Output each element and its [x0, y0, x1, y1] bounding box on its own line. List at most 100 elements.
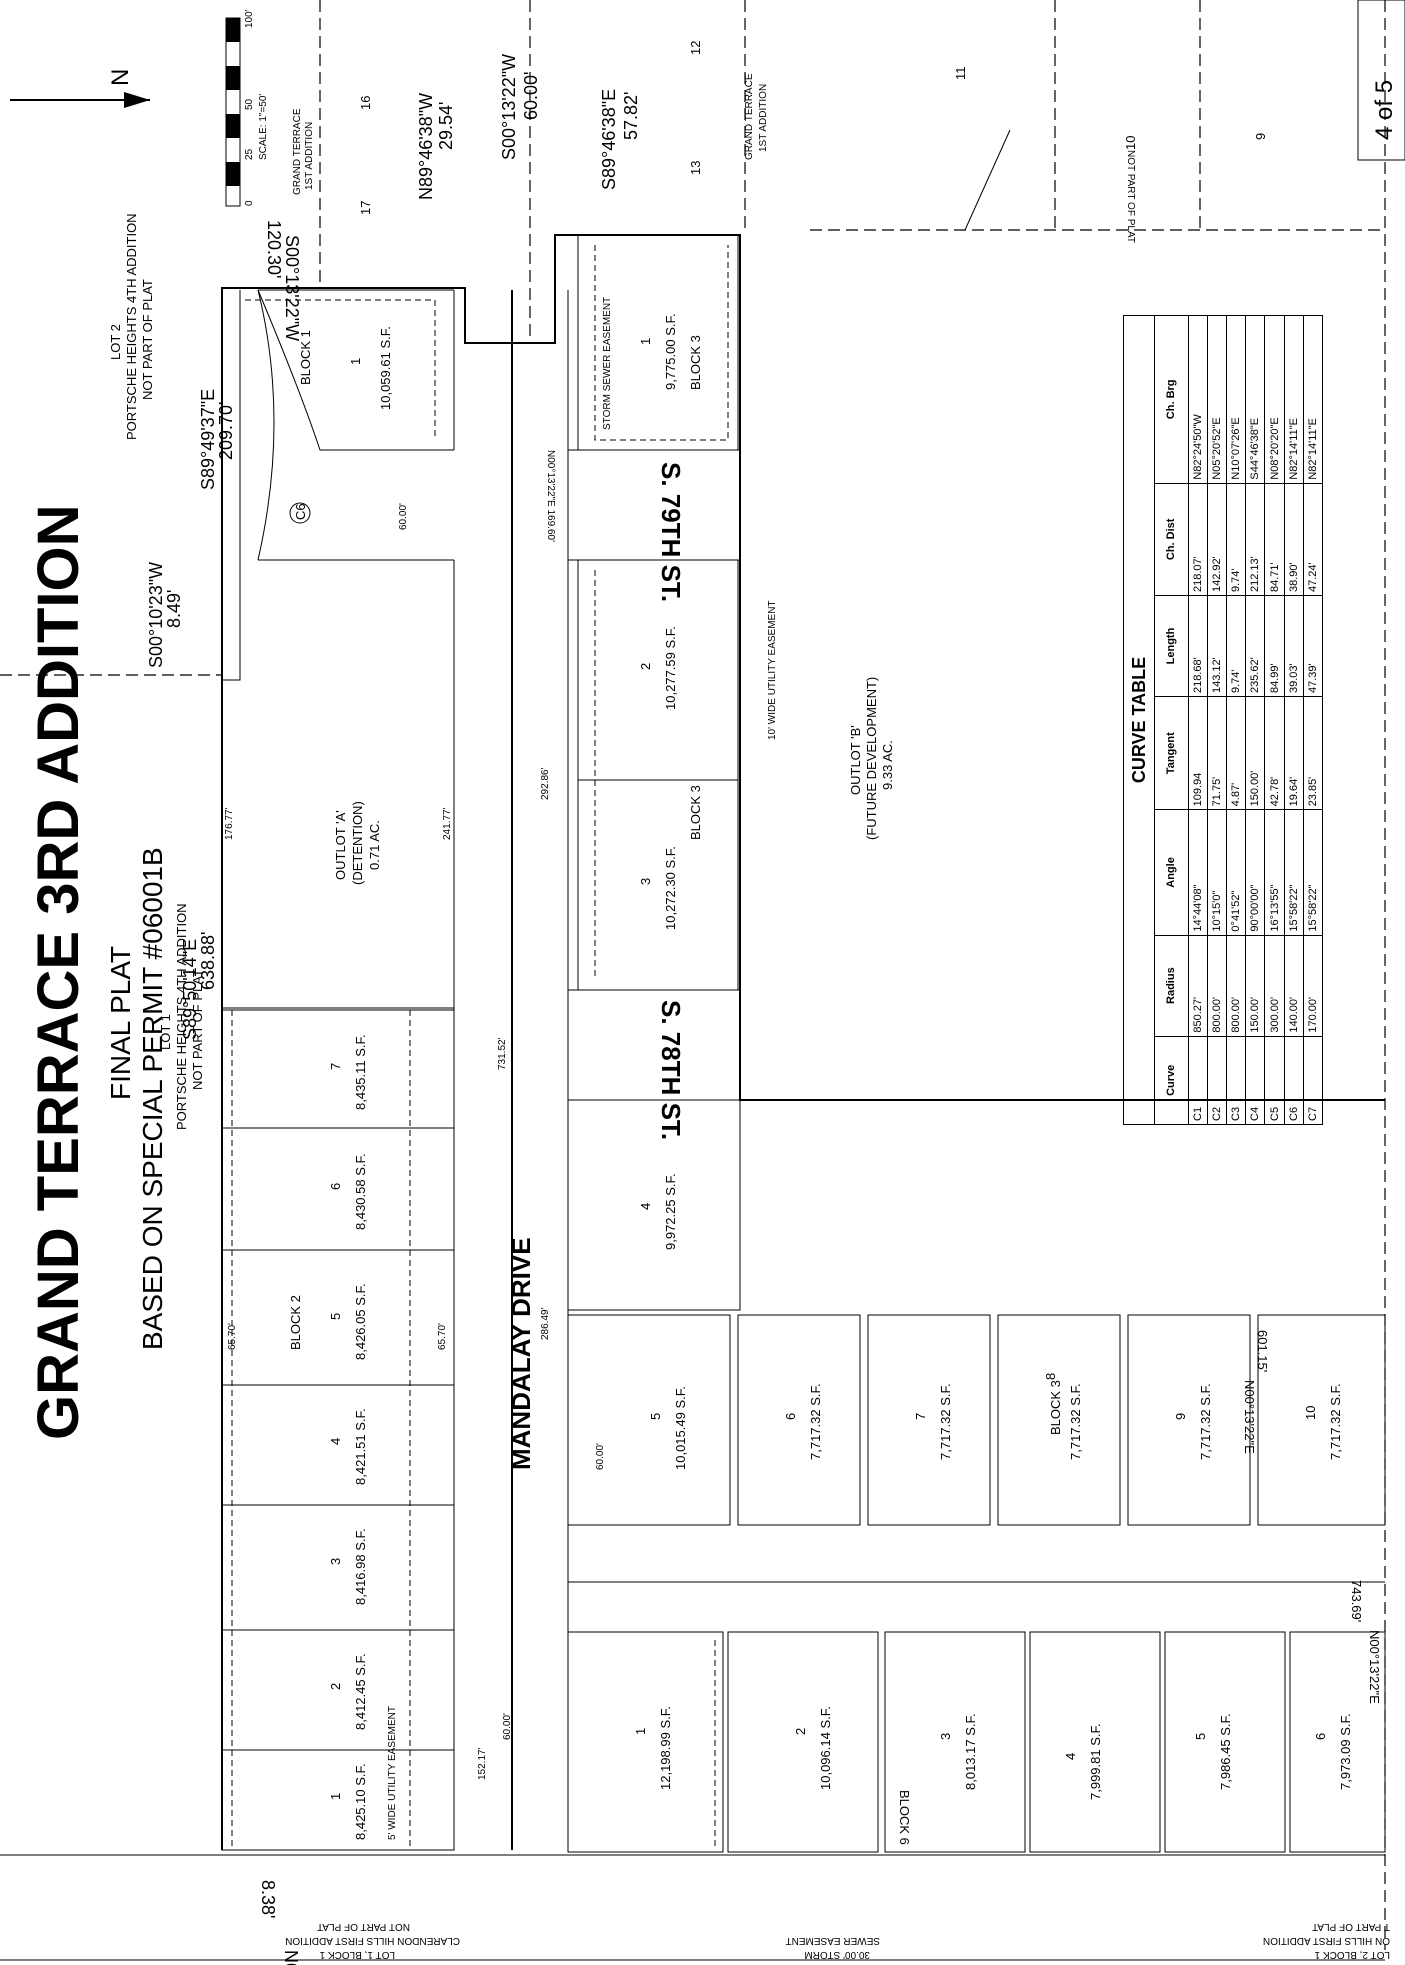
- svg-text:7,973.09 S.F.: 7,973.09 S.F.: [1338, 1713, 1353, 1790]
- svg-text:1: 1: [633, 1728, 648, 1735]
- curve-table-cell: 142.92': [1207, 483, 1227, 596]
- bearing-s00-10: S00°10'23"W: [146, 562, 166, 668]
- curve-table-header: Angle: [1154, 809, 1189, 936]
- svg-text:601.15': 601.15': [1255, 1330, 1270, 1372]
- svg-text:8,421.51 S.F.: 8,421.51 S.F.: [353, 1408, 368, 1485]
- block-3-north: [567, 234, 741, 1311]
- svg-text:30.00' STORM: 30.00' STORM: [804, 1949, 870, 1960]
- bearing-s00-13-a: S00°13'22"W: [282, 235, 302, 341]
- svg-text:7,717.32 S.F.: 7,717.32 S.F.: [1068, 1383, 1083, 1460]
- curve-table-title: CURVE TABLE: [1123, 315, 1155, 1125]
- curve-table-cell: 140.00': [1284, 935, 1304, 1037]
- svg-text:5: 5: [648, 1413, 663, 1420]
- svg-text:60.00': 60.00': [398, 503, 409, 530]
- svg-text:8,425.10 S.F.: 8,425.10 S.F.: [353, 1763, 368, 1840]
- svg-text:1ST ADDITION: 1ST ADDITION: [758, 84, 769, 152]
- gt1-label-a: GRAND TERRACE 1ST ADDITION: [292, 108, 315, 195]
- svg-text:7,717.32 S.F.: 7,717.32 S.F.: [808, 1383, 823, 1460]
- svg-text:10,096.14 S.F.: 10,096.14 S.F.: [818, 1706, 833, 1790]
- curve-table-cell: 38.90': [1284, 483, 1304, 596]
- svg-text:6: 6: [783, 1413, 798, 1420]
- storm-sewer-easement-label: 30.00' STORM SEWER EASEMENT: [786, 1935, 880, 1960]
- svg-text:10,272.30 S.F.: 10,272.30 S.F.: [663, 846, 678, 930]
- svg-text:NOT PART OF PLAT: NOT PART OF PLAT: [190, 969, 205, 1090]
- curve-table-header: Tangent: [1154, 696, 1189, 810]
- curve-table-cell: N08°20'20"E: [1264, 315, 1285, 484]
- svg-text:8,412.45 S.F.: 8,412.45 S.F.: [353, 1653, 368, 1730]
- svg-text:638.88': 638.88': [198, 932, 218, 991]
- svg-text:2: 2: [793, 1728, 808, 1735]
- svg-text:743.69': 743.69': [1349, 1580, 1364, 1622]
- not-part-label: NOT PART OF PLAT: [1125, 150, 1136, 243]
- svg-text:7,717.32 S.F.: 7,717.32 S.F.: [938, 1383, 953, 1460]
- plat-title: GRAND TERRACE 3RD ADDITION: [26, 504, 91, 1440]
- svg-text:2: 2: [638, 663, 653, 670]
- svg-text:50: 50: [244, 98, 255, 110]
- curve-table-cell: C7: [1303, 1036, 1323, 1125]
- curve-table-cell: 800.00': [1207, 935, 1227, 1037]
- svg-text:29.54': 29.54': [436, 102, 456, 150]
- svg-text:65.70': 65.70': [437, 1323, 448, 1350]
- svg-text:7,717.32 S.F.: 7,717.32 S.F.: [1328, 1383, 1343, 1460]
- bearing-s89-46: S89°46'38"E: [599, 89, 619, 190]
- bearing-s89-49: S89°49'37"E: [198, 389, 218, 490]
- svg-text:8.49': 8.49': [164, 590, 184, 628]
- svg-text:731.52': 731.52': [497, 1037, 508, 1070]
- svg-text:NOT PART OF PLAT: NOT PART OF PLAT: [140, 279, 155, 400]
- bearing-n89-46: N89°46'38"W: [416, 93, 436, 200]
- curve-table-cell: 90°00'00": [1245, 809, 1265, 936]
- curve-table-cell: 850.27': [1188, 935, 1208, 1037]
- svg-text:6: 6: [328, 1183, 343, 1190]
- bearing-n00-55: N00°55'00"E: [281, 1950, 301, 1965]
- svg-text:GRAND TERRACE: GRAND TERRACE: [744, 73, 755, 160]
- s79th-street-label: S. 79TH ST.: [656, 462, 686, 602]
- svg-text:1: 1: [638, 338, 653, 345]
- curve-table-header: Ch. Dist: [1154, 483, 1189, 596]
- svg-text:8,430.58 S.F.: 8,430.58 S.F.: [353, 1153, 368, 1230]
- svg-text:286.49': 286.49': [540, 1307, 551, 1340]
- svg-text:9,972.25 S.F.: 9,972.25 S.F.: [663, 1173, 678, 1250]
- mandalay-drive-label: MANDALAY DRIVE: [506, 1237, 536, 1470]
- block-6: [567, 1631, 1386, 1853]
- curve-table-cell: 218.07': [1188, 483, 1208, 596]
- curve-table-cell: 10°15'0": [1207, 809, 1227, 936]
- curve-table-cell: 47.39': [1303, 595, 1323, 697]
- svg-text:LOT 2: LOT 2: [108, 324, 123, 360]
- svg-text:16: 16: [358, 96, 373, 110]
- curve-table-cell: 39.03': [1284, 595, 1304, 697]
- svg-text:209.70': 209.70': [216, 402, 236, 461]
- curve-table-cell: C1: [1188, 1036, 1208, 1125]
- block3-label-south: BLOCK 3: [1048, 1380, 1063, 1435]
- lot-labels: 1 10,059.61 S.F. 1 8,425.10 S.F. 2 8,412…: [328, 313, 1353, 1840]
- svg-text:7,986.45 S.F.: 7,986.45 S.F.: [1218, 1713, 1233, 1790]
- svg-text:ON HILLS FIRST ADDITION: ON HILLS FIRST ADDITION: [1263, 1935, 1390, 1946]
- svg-text:25: 25: [244, 148, 255, 160]
- svg-text:152.17': 152.17': [477, 1747, 488, 1780]
- north-arrow-icon: N: [10, 69, 150, 108]
- curve-table-cell: S44°46'38"E: [1245, 315, 1265, 484]
- svg-text:OUTLOT 'A': OUTLOT 'A': [333, 810, 348, 880]
- svg-text:60.00': 60.00': [595, 1443, 606, 1470]
- svg-text:0.71 AC.: 0.71 AC.: [367, 820, 382, 870]
- svg-text:7: 7: [328, 1063, 343, 1070]
- curve-table-cell: 16°13'55": [1264, 809, 1285, 936]
- svg-text:12: 12: [688, 41, 703, 55]
- svg-text:4: 4: [1063, 1753, 1078, 1760]
- block-2: [221, 1009, 455, 1851]
- svg-text:(DETENTION): (DETENTION): [350, 801, 365, 885]
- curve-table-cell: 42.78': [1264, 696, 1285, 810]
- svg-text:GRAND TERRACE: GRAND TERRACE: [292, 108, 303, 195]
- utility5-easement-label: 5' WIDE UTILITY EASEMENT: [387, 1706, 398, 1840]
- svg-text:T PART OF PLAT: T PART OF PLAT: [1312, 1921, 1390, 1932]
- svg-text:3: 3: [938, 1733, 953, 1740]
- svg-text:OUTLOT 'B': OUTLOT 'B': [848, 725, 863, 795]
- svg-text:292.86': 292.86': [540, 767, 551, 800]
- svg-text:8: 8: [1043, 1373, 1058, 1380]
- lot2-portsche-label: LOT 2 PORTSCHE HEIGHTS 4TH ADDITION NOT …: [108, 213, 155, 440]
- bearing-n00-13-601: N00°13'22"E: [1242, 1380, 1257, 1454]
- curve-table-cell: 9.74': [1226, 595, 1246, 697]
